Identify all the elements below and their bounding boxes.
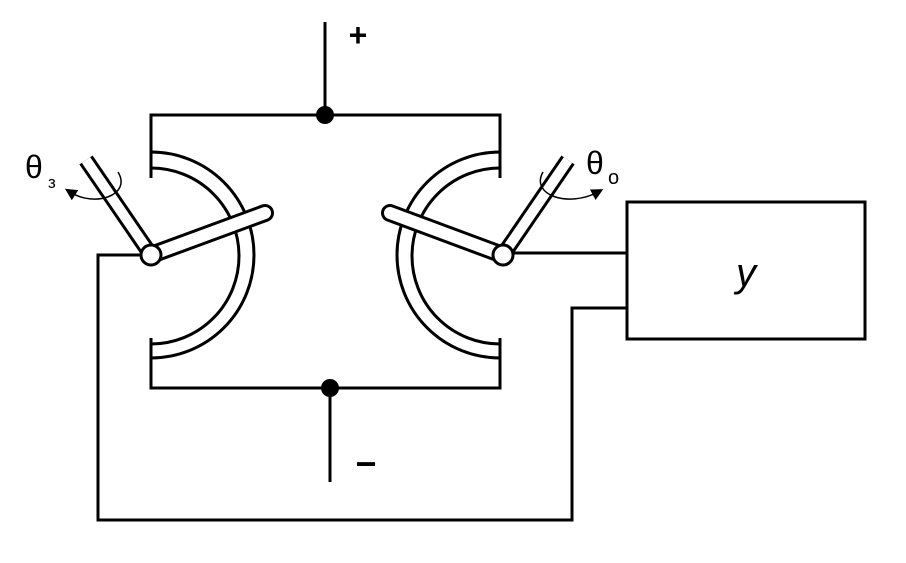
left-rotation-arrow-icon: [64, 171, 122, 201]
right-angle-subscript: o: [608, 167, 619, 189]
positive-terminal-label: +: [349, 17, 368, 53]
right-handle: [496, 155, 575, 260]
right-arc-electrode: [395, 150, 501, 360]
left-arc-electrode: [150, 150, 256, 360]
negative-terminal-label: −: [355, 443, 376, 484]
right-rotation-arrow-icon: [539, 171, 604, 201]
return-wire: [96, 253, 627, 522]
output-block-label: y: [733, 251, 759, 295]
bottom-electrode-frame: [149, 338, 502, 390]
right-contact-bar: [381, 204, 512, 264]
right-angle-symbol: θ: [586, 145, 604, 181]
top-electrode-frame: [149, 113, 502, 178]
left-angle-symbol: θ: [25, 149, 43, 185]
right-pivot: [491, 243, 515, 267]
left-handle: [79, 155, 158, 260]
left-contact-bar: [142, 204, 274, 264]
right-arc-electrode-inner: [410, 166, 501, 346]
left-arc-electrode-inner: [150, 166, 241, 346]
left-pivot: [139, 243, 163, 267]
left-angle-subscript: з: [48, 173, 56, 192]
output-block: [625, 200, 867, 341]
